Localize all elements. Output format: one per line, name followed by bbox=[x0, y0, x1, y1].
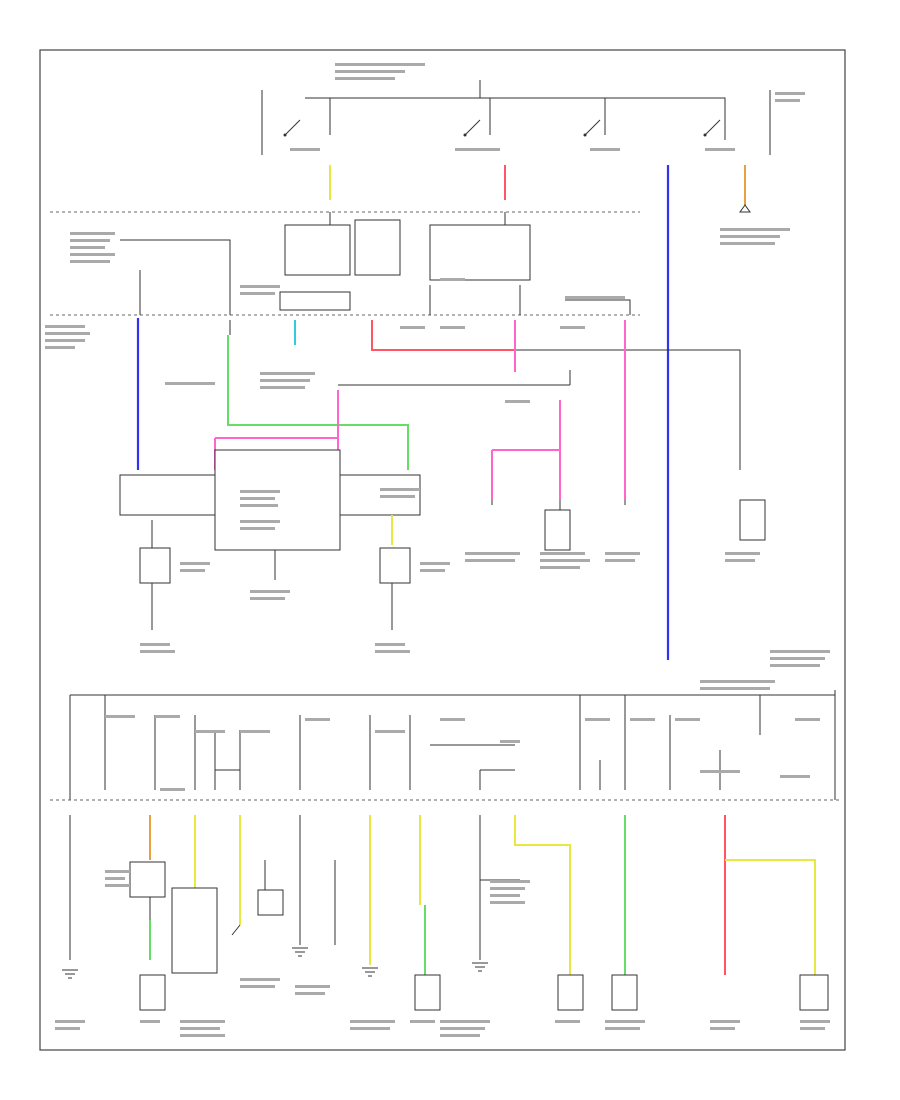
ignition-switch-area bbox=[261, 63, 805, 245]
diagram-frame bbox=[39, 49, 846, 1051]
middle-level bbox=[45, 165, 741, 660]
under-dash-fuse-box bbox=[69, 650, 836, 800]
control-units-row bbox=[119, 449, 766, 653]
upper-relay-area bbox=[70, 212, 631, 315]
bottom-loads bbox=[55, 815, 830, 1037]
